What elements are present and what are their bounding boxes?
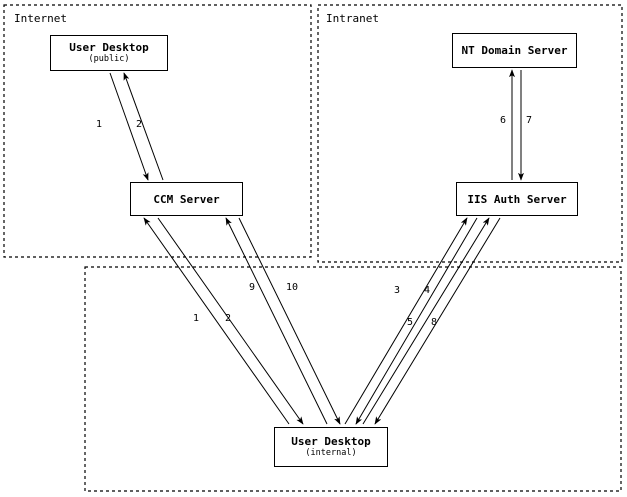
zone-intranet-border	[317, 4, 623, 263]
edge-line-step-4	[355, 217, 478, 425]
node-nt-domain-server[interactable]: NT Domain Server	[452, 33, 577, 68]
edge-label-step-1-public: 1	[96, 119, 103, 130]
edge-label-step-7: 7	[526, 115, 533, 126]
node-title-user-desktop-internal: User Desktop	[291, 435, 371, 448]
edge-line-step-5	[362, 217, 490, 425]
node-ccm-server[interactable]: CCM Server	[130, 182, 243, 216]
edge-line-step-3	[344, 217, 468, 425]
node-title-ccm-server: CCM Server	[153, 192, 220, 206]
zone-borders	[3, 4, 623, 492]
node-subtitle-user-desktop-public: (public)	[88, 54, 130, 64]
edge-label-step-9: 9	[249, 282, 256, 293]
edge-label-step-5: 5	[407, 317, 414, 328]
zone-label-intranet: Intranet	[326, 12, 379, 25]
edge-label-step-6: 6	[500, 115, 507, 126]
edge-label-step-1-internal: 1	[193, 313, 200, 324]
node-title-nt-domain-server: NT Domain Server	[461, 44, 568, 57]
edge-line-step-9	[225, 217, 328, 425]
edge-label-step-3: 3	[394, 285, 401, 296]
node-user-desktop-internal[interactable]: User Desktop (internal)	[274, 427, 388, 467]
edge-line-step-2-internal	[157, 217, 304, 425]
edge-line-step-2-public	[123, 72, 164, 181]
zone-bottom-border	[84, 266, 622, 492]
edge-line-step-1-internal	[143, 217, 290, 425]
node-title-user-desktop-public: User Desktop	[69, 41, 149, 54]
node-user-desktop-public[interactable]: User Desktop (public)	[50, 35, 168, 71]
edge-label-step-8: 8	[431, 317, 438, 328]
edge-label-step-2-internal: 2	[225, 313, 232, 324]
edge-line-step-10	[238, 217, 341, 425]
edge-label-step-4: 4	[424, 285, 431, 296]
node-subtitle-user-desktop-internal: (internal)	[305, 448, 357, 458]
zone-internet-border	[3, 4, 312, 258]
node-title-iis-auth-server: IIS Auth Server	[467, 192, 567, 206]
zone-label-internet: Internet	[14, 12, 67, 25]
edge-label-step-2-public: 2	[136, 119, 143, 130]
node-iis-auth-server[interactable]: IIS Auth Server	[456, 182, 578, 216]
edge-label-step-10: 10	[286, 282, 299, 293]
edge-lines	[109, 69, 524, 425]
edge-line-step-8	[374, 217, 501, 425]
edge-line-step-1-public	[109, 72, 149, 181]
